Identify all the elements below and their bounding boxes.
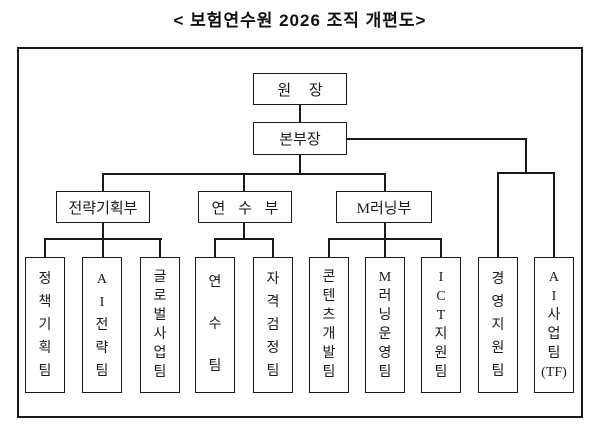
connector-division-head-down bbox=[299, 155, 301, 175]
connector-dept-3-down bbox=[384, 223, 386, 240]
team-label: 콘 텐 츠 개 발 팀 bbox=[322, 270, 336, 380]
connector-right-split-horizontal bbox=[497, 172, 555, 174]
team-label: M 러 닝 운 영 팀 bbox=[378, 270, 392, 380]
connector-drop-team-8 bbox=[440, 240, 442, 257]
connector-drop-dept-3 bbox=[384, 175, 386, 191]
box-team-management-support: 경 영 지 원 팀 bbox=[478, 257, 518, 393]
team-label: 글 로 벌 사 업 팀 bbox=[153, 270, 167, 380]
connector-dept-3-horizontal bbox=[328, 238, 442, 240]
team-label: 연 수 팀 bbox=[208, 275, 222, 374]
connector-drop-team-3 bbox=[159, 240, 161, 257]
connector-dept-2-down bbox=[243, 223, 245, 240]
box-team-content-development: 콘 텐 츠 개 발 팀 bbox=[309, 257, 349, 393]
connector-drop-team-ai-business bbox=[553, 172, 555, 257]
box-dept-strategic-planning: 전략기획부 bbox=[56, 191, 150, 223]
connector-drop-team-1 bbox=[44, 240, 46, 257]
connector-right-branch-down bbox=[525, 138, 527, 174]
team-label: A I 사 업 팀 (TF) bbox=[541, 270, 567, 380]
connector-drop-team-6 bbox=[328, 240, 330, 257]
box-dept-m-learning: M러닝부 bbox=[336, 191, 432, 223]
box-team-training: 연 수 팀 bbox=[195, 257, 235, 393]
team-label: 정 책 기 획 팀 bbox=[38, 271, 52, 379]
box-president: 원 장 bbox=[253, 73, 347, 105]
box-dept-training: 연 수 부 bbox=[198, 191, 292, 223]
connector-right-branch-horizontal bbox=[347, 138, 527, 140]
box-team-qualification-exam: 자 격 검 정 팀 bbox=[253, 257, 293, 393]
connector-drop-team-2 bbox=[102, 240, 104, 257]
team-label: A I 전 략 팀 bbox=[95, 271, 109, 379]
box-team-ict-support: I C T 지 원 팀 bbox=[421, 257, 461, 393]
box-division-head: 본부장 bbox=[253, 122, 347, 155]
connector-drop-dept-1 bbox=[102, 175, 104, 191]
connector-drop-team-4 bbox=[214, 240, 216, 257]
connector-drop-team-management-support bbox=[497, 172, 499, 257]
box-team-m-learning-operations: M 러 닝 운 영 팀 bbox=[365, 257, 405, 393]
team-label: I C T 지 원 팀 bbox=[434, 270, 448, 380]
box-team-ai-strategy: A I 전 략 팀 bbox=[82, 257, 122, 393]
connector-dept-1-horizontal bbox=[44, 238, 162, 240]
connector-drop-team-7 bbox=[384, 240, 386, 257]
connector-president-to-division-head bbox=[299, 105, 301, 123]
connector-drop-dept-2 bbox=[243, 175, 245, 191]
connector-dept-2-horizontal bbox=[214, 238, 274, 240]
team-label: 경 영 지 원 팀 bbox=[491, 271, 505, 379]
connector-dept-1-down bbox=[102, 223, 104, 240]
box-team-policy-planning: 정 책 기 획 팀 bbox=[25, 257, 65, 393]
box-team-ai-business-tf: A I 사 업 팀 (TF) bbox=[534, 257, 574, 393]
connector-main-horizontal bbox=[102, 173, 386, 175]
box-team-global-business: 글 로 벌 사 업 팀 bbox=[140, 257, 180, 393]
team-label: 자 격 검 정 팀 bbox=[266, 271, 280, 379]
org-chart-border bbox=[17, 47, 583, 418]
page-title: < 보험연수원 2026 조직 개편도> bbox=[173, 11, 427, 30]
connector-drop-team-5 bbox=[272, 240, 274, 257]
